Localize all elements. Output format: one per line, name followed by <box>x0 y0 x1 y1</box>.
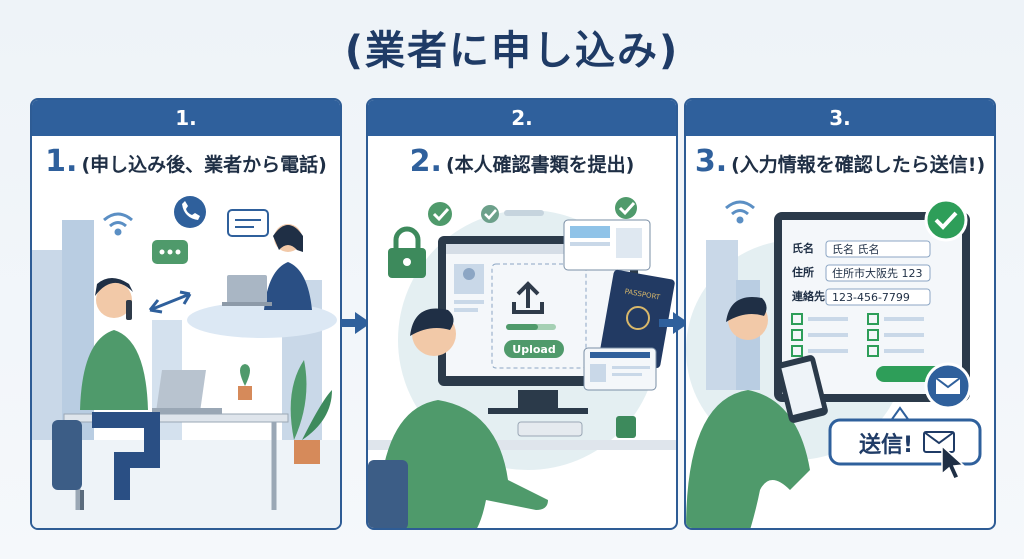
operator-person <box>264 224 312 310</box>
checklist <box>791 313 924 357</box>
phone-icon <box>174 196 206 228</box>
panel-header: 3. <box>686 100 994 136</box>
upload-button <box>504 340 564 358</box>
step-number: 1. <box>45 144 78 179</box>
form-row: 氏名 氏名 氏名 <box>792 240 931 258</box>
message-bubble-icon <box>227 209 269 237</box>
lock-icon <box>388 226 426 278</box>
form-row: 連絡先 123-456-7799 <box>792 288 931 306</box>
document-upload-illustration: Upload PASSPORT <box>368 197 676 528</box>
upload-label: Upload <box>512 343 555 356</box>
step-label: (本人確認書類を提出) <box>445 154 635 176</box>
wifi-icon <box>725 200 755 224</box>
form-row: 住所 住所市大阪先 123 <box>792 264 931 282</box>
step-caption: 1.(申し込み後、業者から電話) <box>32 144 340 179</box>
step-caption: 3.(入力情報を確認したら送信!) <box>686 144 994 179</box>
form-value: 123-456-7799 <box>832 291 910 304</box>
check-icon <box>428 202 452 226</box>
page-title: (業者に申し込み) <box>344 28 680 74</box>
mail-icon <box>923 431 955 453</box>
phone-call-illustration <box>32 196 340 528</box>
panel-header: 1. <box>32 100 340 136</box>
step-panel-2: 2. 2.(本人確認書類を提出) Upload PASSPORT <box>366 98 678 530</box>
caller-person <box>80 278 148 410</box>
step-panel-3: 3. 3.(入力情報を確認したら送信!) 氏名 氏名 氏名 住所 住所市大阪先 … <box>684 98 996 530</box>
form-value: 住所市大阪先 123 <box>832 266 923 280</box>
panel-header: 2. <box>368 100 676 136</box>
check-icon <box>615 197 637 219</box>
form-label: 住所 <box>792 265 814 279</box>
step-number: 3. <box>694 144 728 179</box>
step-number: 2. <box>409 144 442 179</box>
form-value: 氏名 氏名 <box>832 242 880 256</box>
check-icon <box>924 198 968 242</box>
step-caption: 2.(本人確認書類を提出) <box>368 144 676 179</box>
cursor-icon <box>941 444 965 480</box>
mail-icon <box>924 362 972 410</box>
check-icon <box>481 205 499 223</box>
step-panel-1: 1. 1.(申し込み後、業者から電話) <box>30 98 342 530</box>
user-person <box>378 308 548 528</box>
step-label: (入力情報を確認したら送信!) <box>731 154 986 176</box>
form-label: 連絡先 <box>792 289 825 303</box>
step-label: (申し込み後、業者から電話) <box>81 154 327 176</box>
wifi-icon <box>103 212 133 236</box>
send-label: 送信! <box>859 432 913 458</box>
form-label: 氏名 <box>792 241 814 255</box>
form-submit-illustration: 氏名 氏名 氏名 住所 住所市大阪先 123 連絡先 123-456-7799 <box>686 198 982 528</box>
user-person <box>686 297 810 528</box>
